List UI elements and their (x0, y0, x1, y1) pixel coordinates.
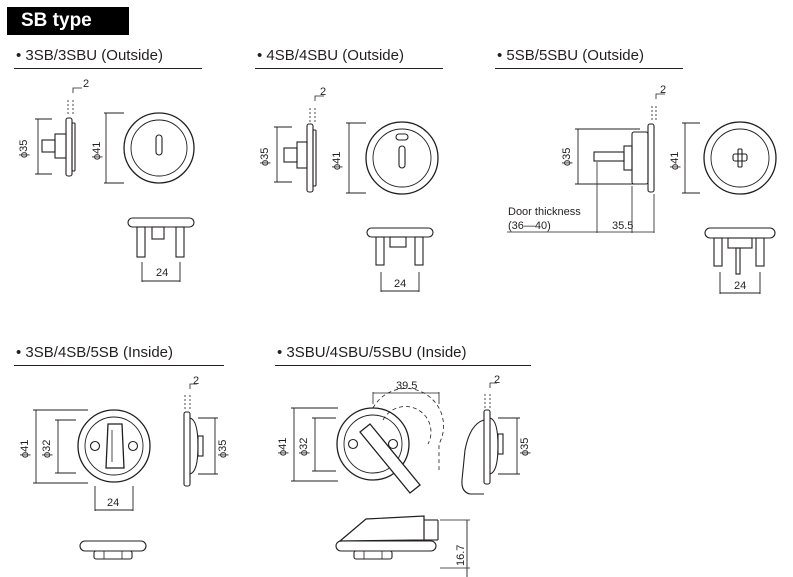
section-title-5sb-outside: • 5SB/5SBU (Outside) (497, 47, 644, 64)
door-thickness-label: Door thickness (508, 206, 581, 218)
side-view (183, 383, 218, 487)
dim-label: 2 (320, 86, 326, 98)
front-view (682, 121, 777, 195)
side-view (35, 87, 82, 177)
section-rule (495, 68, 683, 69)
bottom-view (79, 540, 147, 560)
dim-label: 24 (394, 278, 406, 290)
dim-label: ϕ35 (519, 438, 531, 456)
dim-label: 24 (107, 497, 119, 509)
section-rule (275, 365, 531, 366)
section-rule (255, 68, 443, 69)
front-view (291, 388, 444, 494)
bottom-view (704, 227, 776, 294)
section-rule (14, 68, 202, 69)
drawing-sb-inside: ϕ41 ϕ32 24 2 ϕ35 (19, 375, 229, 560)
door-thickness-range: (36—40) (508, 220, 551, 232)
section-title-4sb-outside: • 4SB/4SBU (Outside) (257, 47, 404, 64)
drawing-3sb-outside: 2 ϕ35 ϕ41 24 (18, 78, 195, 282)
bottom-view (127, 217, 195, 282)
drawing-4sb-outside: 2 ϕ35 ϕ41 24 (259, 86, 439, 292)
dim-label: 24 (156, 267, 168, 279)
dim-label: ϕ41 (91, 142, 103, 160)
dim-label: 16.7 (455, 545, 467, 566)
section-title-sbu-inside: • 3SBU/4SBU/5SBU (Inside) (277, 344, 467, 361)
drawing-5sb-outside: 2 ϕ35 Door thickness (36—40) 35.5 ϕ41 24 (507, 84, 777, 294)
dim-label: ϕ35 (18, 140, 30, 158)
front-view (346, 121, 439, 195)
section-rule (14, 365, 224, 366)
bottom-view (366, 227, 434, 292)
dim-label: ϕ35 (259, 148, 271, 166)
dim-label: 2 (193, 375, 199, 387)
side-view (274, 95, 324, 193)
dim-label: ϕ35 (561, 148, 573, 166)
dim-label: ϕ41 (277, 438, 289, 456)
dim-label: 39.5 (396, 380, 417, 392)
side-view (507, 93, 665, 233)
section-title-sb-inside: • 3SB/4SB/5SB (Inside) (16, 344, 173, 361)
dim-label: 24 (734, 280, 746, 292)
dim-label: 35.5 (612, 220, 633, 232)
side-view (461, 382, 520, 495)
dim-label: ϕ35 (217, 440, 229, 458)
dim-label: 2 (83, 78, 89, 90)
dim-label: ϕ41 (669, 152, 681, 170)
dim-label: ϕ32 (41, 440, 53, 458)
drawing-sbu-inside: 39.5 ϕ41 ϕ32 2 ϕ35 (277, 374, 531, 577)
dim-label: ϕ32 (298, 438, 310, 456)
front-view (33, 409, 151, 511)
dim-label: ϕ41 (19, 440, 31, 458)
type-title-badge: SB type (7, 7, 129, 35)
front-view (104, 112, 195, 184)
section-title-3sb-outside: • 3SB/3SBU (Outside) (16, 47, 163, 64)
dim-label: 2 (494, 374, 500, 386)
dim-label: ϕ41 (331, 152, 343, 170)
bottom-view (335, 515, 470, 577)
dim-label: 2 (660, 84, 666, 96)
